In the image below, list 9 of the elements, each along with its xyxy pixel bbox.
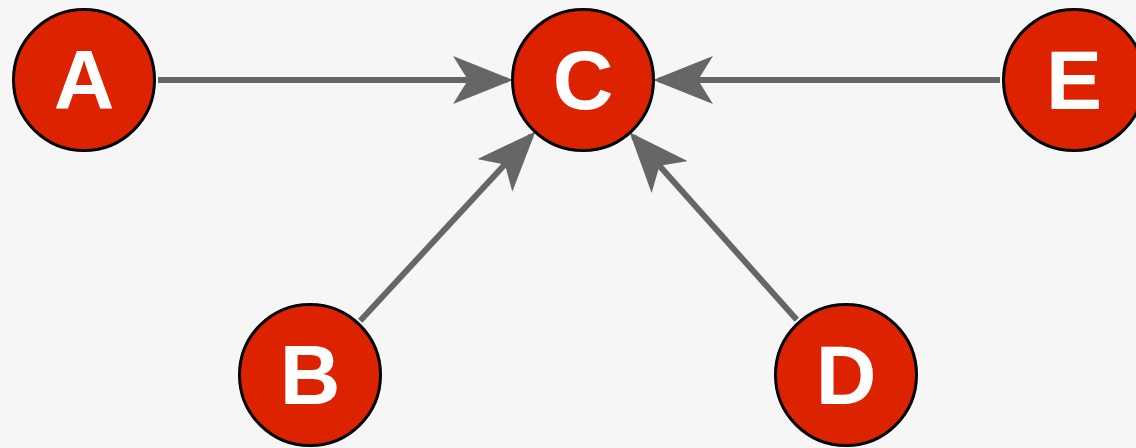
node-letter: B bbox=[279, 333, 341, 417]
node-letter: A bbox=[53, 38, 115, 122]
arrow bbox=[653, 56, 1000, 104]
node-letter: D bbox=[815, 333, 877, 417]
arrow bbox=[358, 131, 536, 323]
node-letter: E bbox=[1046, 38, 1102, 122]
arrow bbox=[158, 56, 513, 104]
arrow bbox=[629, 132, 799, 322]
node-letter: C bbox=[552, 38, 614, 122]
